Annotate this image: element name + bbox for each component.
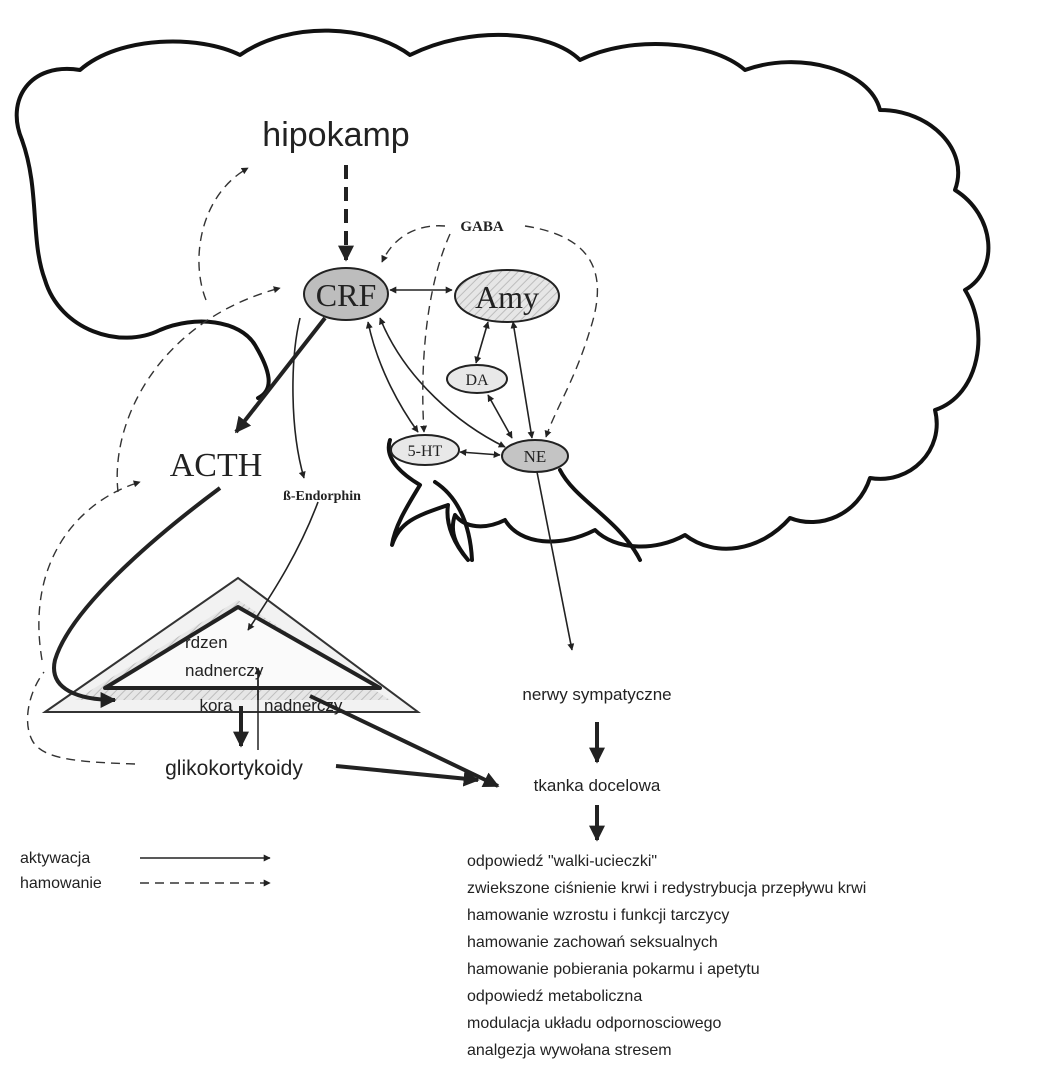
rdzen-label-line1: rdzen (185, 633, 228, 652)
hipokamp-label: hipokamp (262, 116, 409, 154)
response-item: modulacja układu odpornosciowego (467, 1015, 721, 1032)
response-item: hamowanie pobierania pokarmu i apetytu (467, 961, 760, 978)
arrow-ne-nerwy (537, 472, 572, 650)
kora-nadnerczy-label: nadnerczy (264, 696, 343, 715)
kora-label: kora (199, 696, 233, 715)
arrow-serotonin-ne (460, 452, 500, 455)
response-item: odpowiedź metaboliczna (467, 988, 642, 1005)
da-label: DA (465, 372, 489, 389)
inhibit-gaba-serotonin (423, 234, 450, 432)
inhibit-to-hipokamp (199, 168, 248, 300)
legend-inhibition-label: hamowanie (20, 875, 102, 892)
arrow-amy-da (476, 322, 488, 363)
response-item: odpowiedź "walki-ucieczki" (467, 853, 657, 870)
crf-label: CRF (316, 277, 376, 313)
amy-label: Amy (475, 279, 539, 315)
serotonin-label: 5-HT (408, 443, 443, 460)
arrow-crf-serotonin (368, 322, 418, 432)
acth-label: ACTH (170, 447, 263, 484)
response-item: zwiekszone ciśnienie krwi i redystrybucj… (467, 880, 866, 897)
response-item: analgezja wywołana stresem (467, 1042, 672, 1059)
response-item: hamowanie wzrostu i funkcji tarczycy (467, 907, 729, 924)
glikokortykoidy-label: glikokortykoidy (165, 757, 303, 780)
arrow-amy-ne (513, 322, 532, 438)
nerwy-label: nerwy sympatyczne (522, 685, 671, 704)
legend-activation-label: aktywacja (20, 850, 90, 867)
inhibit-gaba-crf (382, 226, 445, 262)
brain-front-lower (22, 140, 269, 398)
rdzen-label-line2: nadnerczy (185, 661, 264, 680)
arrow-da-ne (488, 395, 512, 438)
response-item: hamowanie zachowań seksualnych (467, 934, 718, 951)
inhibit-gaba-ne (525, 226, 597, 437)
arrow-crf-endorphin (293, 318, 304, 478)
tkanka-label: tkanka docelowa (534, 776, 661, 795)
response-list: odpowiedź "walki-ucieczki" zwiekszone ci… (467, 853, 866, 1059)
ne-label: NE (524, 447, 547, 466)
inhibit-to-acth (39, 482, 140, 660)
gaba-label: GABA (460, 219, 504, 235)
endorphin-label: ß-Endorphin (283, 489, 361, 504)
